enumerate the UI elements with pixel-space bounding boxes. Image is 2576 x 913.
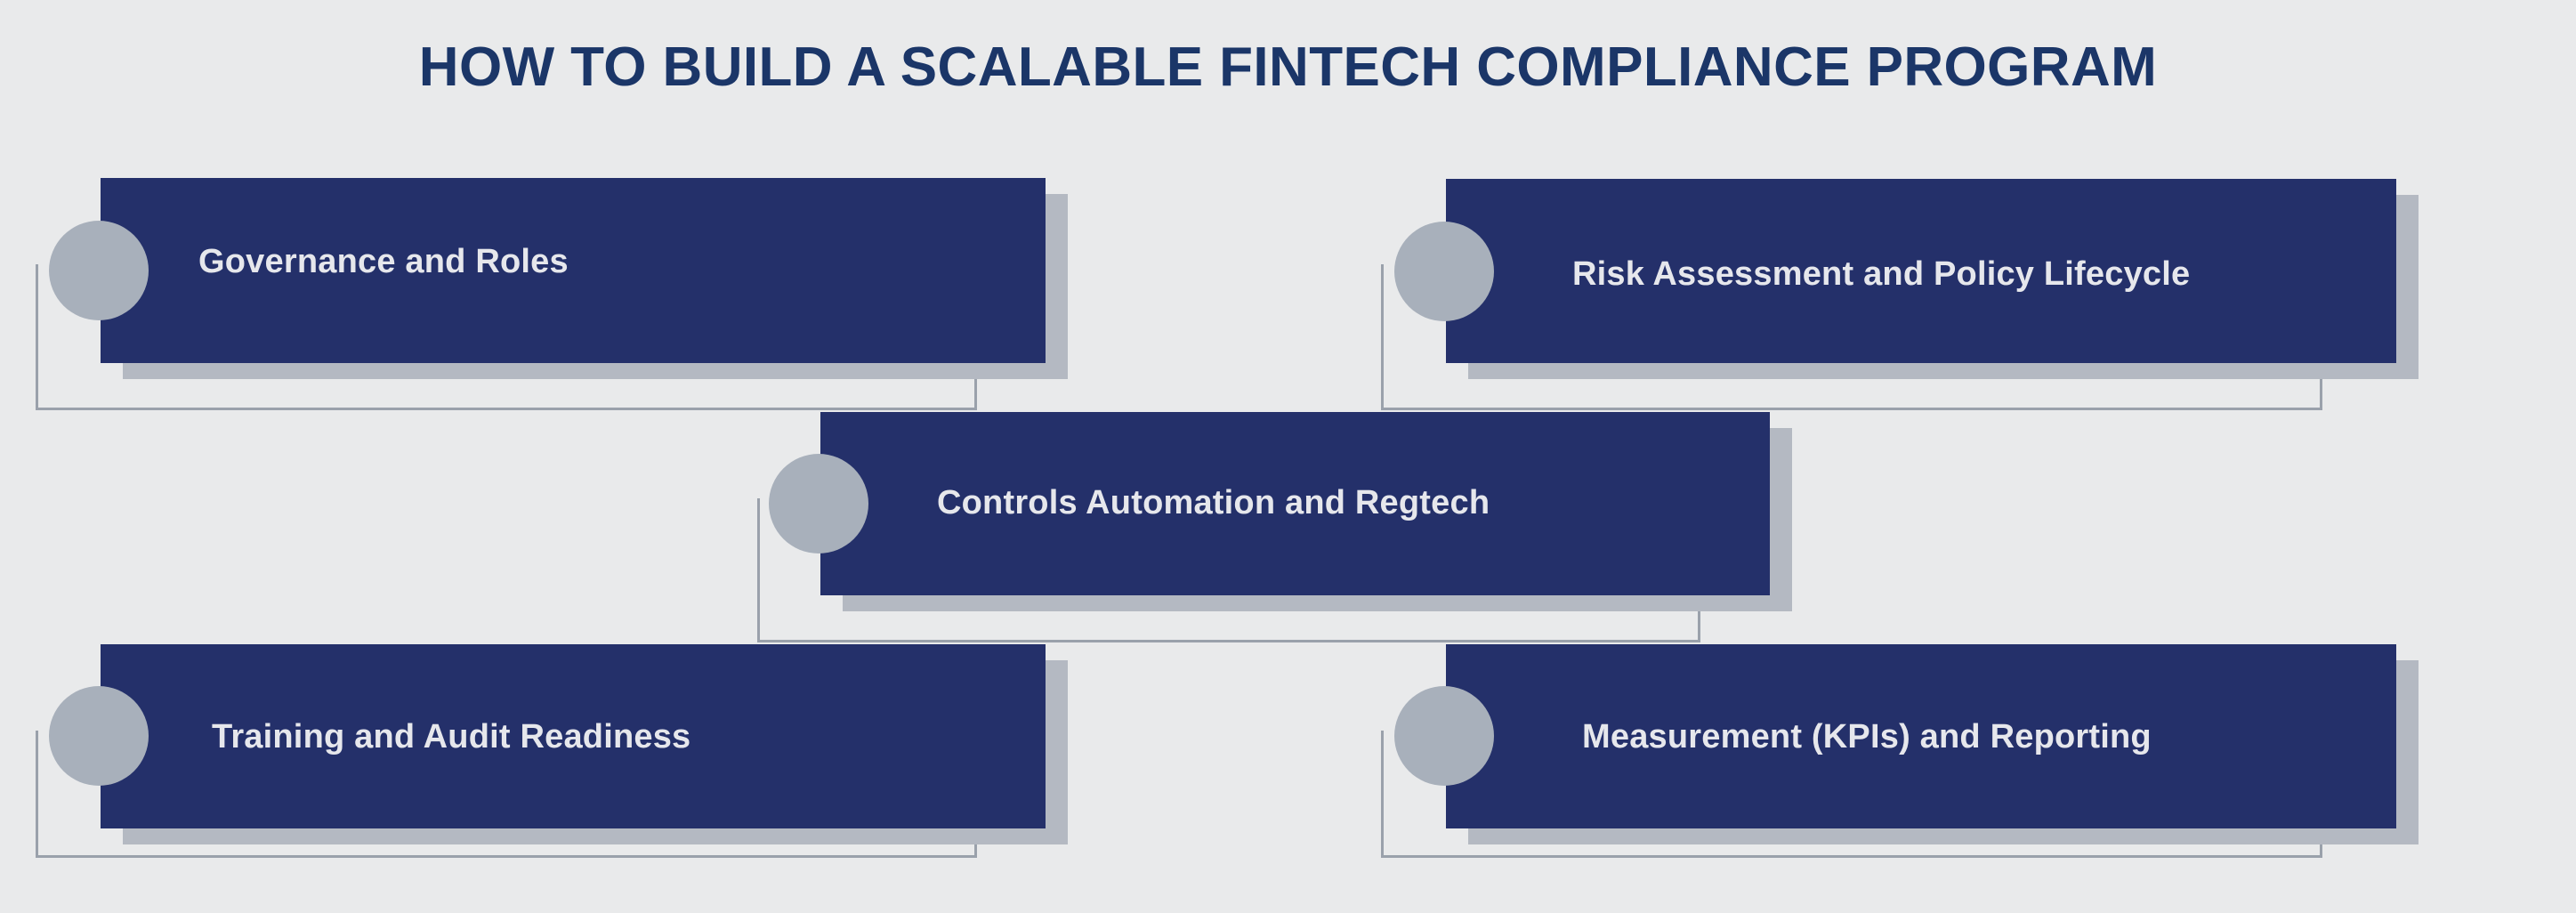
node-risk-bullet-icon (1394, 222, 1494, 321)
node-controls-label: Controls Automation and Regtech (937, 484, 1490, 521)
connector-controls-horizontal (757, 640, 1700, 642)
node-risk-panel[interactable] (1446, 179, 2396, 363)
page-title: HOW TO BUILD A SCALABLE FINTECH COMPLIAN… (418, 36, 2158, 98)
node-measurement-panel[interactable] (1446, 644, 2396, 828)
node-governance-bullet-icon (49, 221, 149, 320)
node-governance-label: Governance and Roles (198, 243, 569, 280)
node-controls-panel[interactable] (820, 412, 1770, 595)
node-measurement[interactable]: Measurement (KPIs) and Reporting (1394, 644, 2419, 844)
connector-measurement-vertical (1381, 731, 1384, 858)
node-controls-bullet-icon (769, 454, 868, 553)
connector-training-vertical (36, 731, 38, 858)
connector-controls-vertical (757, 498, 760, 642)
connector-training-riser (974, 844, 977, 858)
connector-governance-riser (974, 378, 977, 410)
node-training-label: Training and Audit Readiness (212, 718, 691, 755)
connector-risk-vertical (1381, 264, 1384, 410)
node-risk-label: Risk Assessment and Policy Lifecycle (1572, 255, 2191, 293)
node-training-bullet-icon (49, 686, 149, 786)
connector-risk-riser (2320, 378, 2322, 410)
node-governance[interactable]: Governance and Roles (49, 178, 1069, 379)
connector-risk-horizontal (1381, 408, 2322, 410)
connector-governance-vertical (36, 264, 38, 410)
connector-governance-horizontal (36, 408, 977, 410)
connector-measurement-riser (2320, 844, 2322, 858)
connector-training-horizontal (36, 855, 977, 858)
node-training[interactable]: Training and Audit Readiness (49, 644, 1069, 844)
node-training-panel[interactable] (101, 644, 1046, 828)
node-measurement-label: Measurement (KPIs) and Reporting (1582, 718, 2152, 755)
node-measurement-bullet-icon (1394, 686, 1494, 786)
node-governance-panel[interactable] (101, 178, 1046, 363)
node-controls[interactable]: Controls Automation and Regtech (769, 412, 1793, 612)
connector-measurement-horizontal (1381, 855, 2322, 858)
connector-controls-riser (1698, 611, 1700, 642)
node-risk[interactable]: Risk Assessment and Policy Lifecycle (1394, 179, 2419, 379)
